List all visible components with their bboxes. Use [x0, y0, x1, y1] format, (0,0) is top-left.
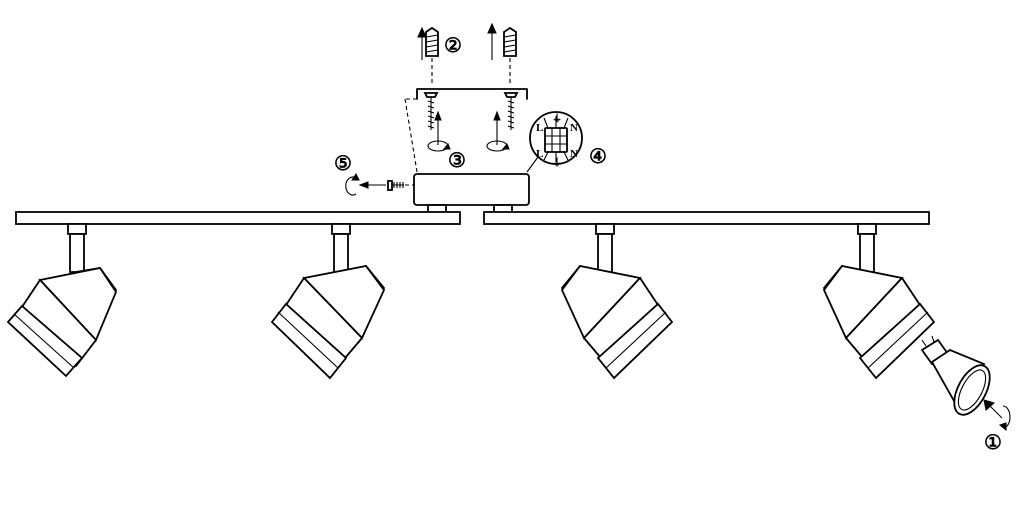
gu10-bulb	[920, 335, 991, 416]
live-label-top: L	[536, 122, 543, 134]
screw-left	[423, 92, 451, 152]
spotlight-2	[270, 223, 386, 380]
step-4-label: ④	[589, 146, 607, 168]
rail-right	[483, 211, 930, 225]
neutral-label-top: N	[570, 122, 578, 134]
terminal-block-detail: L ⏚ N L ⏚ N	[526, 111, 583, 173]
bulb-twist-arrow	[983, 399, 1011, 432]
mounting-bracket	[404, 88, 528, 179]
rail-left	[15, 211, 461, 225]
neutral-label-bottom: N	[570, 148, 578, 160]
step-5-label: ⑤	[334, 153, 352, 175]
wall-plug-right	[487, 22, 517, 86]
step-3-label: ③	[448, 150, 466, 172]
ceiling-canopy	[413, 173, 530, 216]
step-2-label: ②	[444, 35, 462, 57]
earth-label-bottom: ⏚	[552, 157, 562, 169]
earth-label-top: ⏚	[552, 113, 562, 125]
spotlight-1	[6, 223, 118, 378]
spotlight-3	[560, 223, 674, 380]
live-label-bottom: L	[536, 148, 543, 160]
screw-right	[486, 92, 519, 152]
spotlight-4	[822, 223, 936, 380]
wall-plug-left	[417, 26, 439, 86]
step-1-label: ①	[984, 432, 1002, 454]
set-screw: ⑤	[334, 153, 416, 196]
